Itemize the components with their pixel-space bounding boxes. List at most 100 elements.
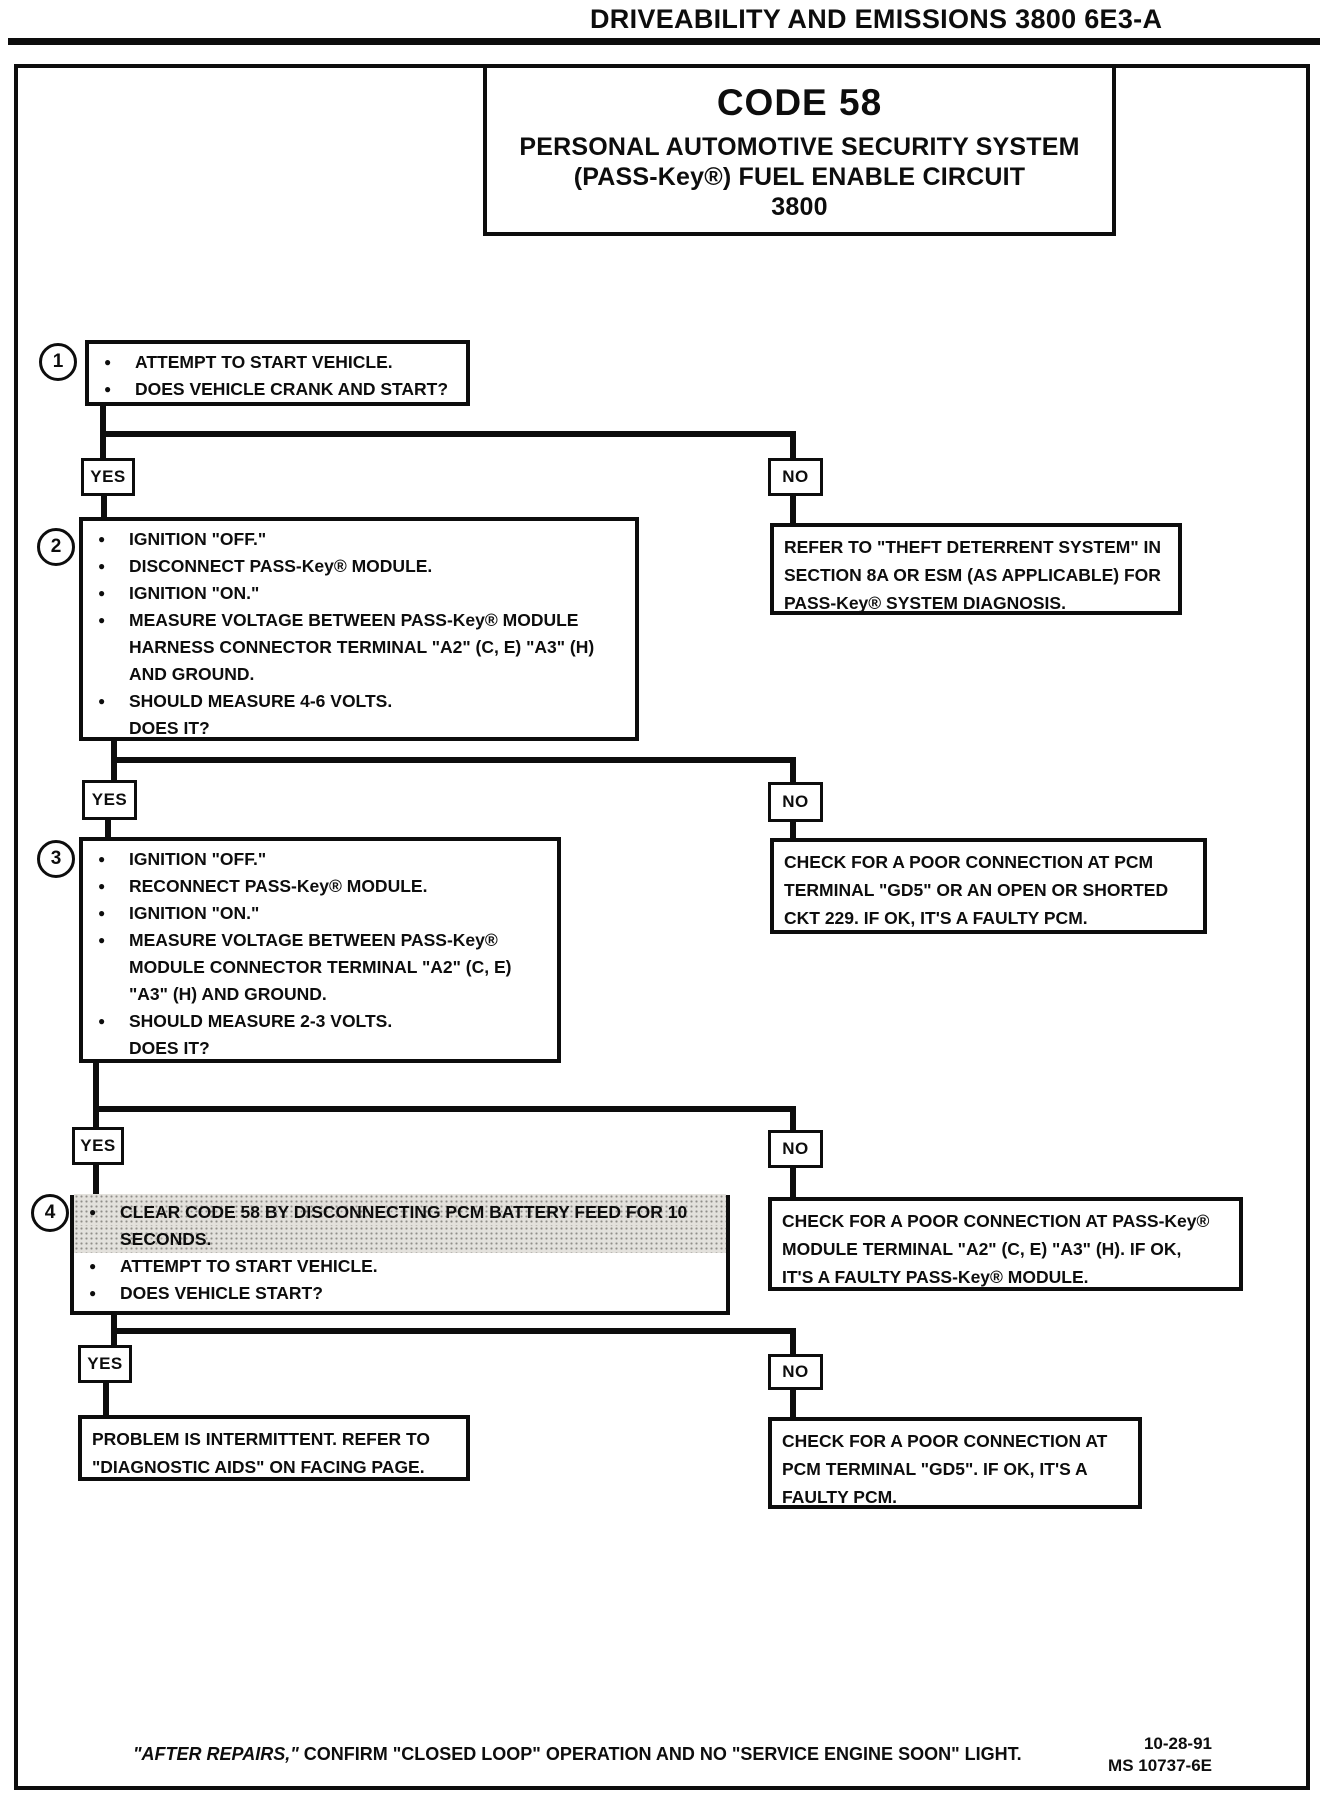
action-box-refer-theft-deterrent: REFER TO "THEFT DETERRENT SYSTEM" IN SEC…: [770, 523, 1182, 615]
bullet-icon: ●: [98, 694, 106, 708]
step-2-number: 2: [37, 528, 75, 566]
title-line-1: PERSONAL AUTOMOTIVE SECURITY SYSTEM: [519, 133, 1080, 161]
decision-no-2: NO: [768, 782, 823, 822]
step-row-highlighted: ● CLEAR CODE 58 BY DISCONNECTING PCM BATT…: [74, 1194, 726, 1226]
bullet-icon: ●: [98, 933, 106, 947]
connector-line: [100, 431, 796, 437]
bullet-icon: ●: [89, 1259, 97, 1273]
connector-line: [93, 1061, 99, 1127]
step-row: ●DOES IT?: [83, 1035, 557, 1062]
title-line-3: 3800: [771, 193, 828, 221]
bullet-icon: ●: [98, 613, 106, 627]
bullet-icon: ●: [98, 1014, 106, 1028]
title-line-2: (PASS-Key®) FUEL ENABLE CIRCUIT: [573, 163, 1026, 191]
step-row: ● DOES VEHICLE CRANK AND START?: [89, 376, 466, 403]
connector-line: [105, 818, 111, 839]
bullet-icon: ●: [98, 879, 106, 893]
step-row: ● IGNITION "OFF.": [83, 846, 557, 873]
after-repairs-note: "AFTER REPAIRS," CONFIRM "CLOSED LOOP" O…: [133, 1744, 1022, 1765]
step-text: DOES IT?: [129, 1038, 210, 1058]
decision-yes-4: YES: [78, 1345, 132, 1383]
bullet-icon: ●: [104, 382, 112, 396]
decision-yes-2: YES: [82, 780, 137, 820]
action-text: PROBLEM IS INTERMITTENT. REFER TO: [92, 1429, 431, 1449]
bullet-icon: ●: [98, 586, 106, 600]
revision-date: 10-28-91: [1143, 1734, 1212, 1753]
step-row: ● IGNITION "ON.": [83, 900, 557, 927]
action-box-check-pcm-gd5-ckt229: CHECK FOR A POOR CONNECTION AT PCM TERMI…: [770, 838, 1207, 934]
step-text: SECONDS.: [120, 1229, 212, 1249]
connector-line: [111, 1328, 796, 1334]
action-text: CHECK FOR A POOR CONNECTION AT: [782, 1431, 1108, 1451]
connector-line: [111, 757, 796, 763]
action-text: "DIAGNOSTIC AIDS" ON FACING PAGE.: [92, 1457, 425, 1477]
connector-line: [790, 820, 796, 840]
step-2-box: ●IGNITION "OFF." ●DISCONNECT PASS-Key® M…: [79, 517, 639, 741]
step-text: ATTEMPT TO START VEHICLE.: [135, 352, 393, 372]
step-4-number: 4: [31, 1194, 69, 1232]
action-text: TERMINAL "GD5" OR AN OPEN OR SHORTED: [784, 880, 1169, 900]
action-box-problem-intermittent: PROBLEM IS INTERMITTENT. REFER TO "DIAGN…: [78, 1415, 470, 1481]
action-text: SECTION 8A OR ESM (AS APPLICABLE) FOR: [784, 565, 1161, 585]
connector-line: [790, 431, 796, 460]
connector-line: [93, 1163, 99, 1197]
step-text: "A3" (H) AND GROUND.: [129, 984, 327, 1004]
action-box-check-pcm-gd5: CHECK FOR A POOR CONNECTION AT PCM TERMI…: [768, 1417, 1142, 1509]
bullet-icon: ●: [98, 852, 106, 866]
step-text: IGNITION "ON.": [129, 583, 260, 603]
step-row: ● ATTEMPT TO START VEHICLE.: [89, 349, 466, 376]
after-repairs-note-rest: CONFIRM "CLOSED LOOP" OPERATION AND NO "…: [298, 1744, 1022, 1764]
step-text: HARNESS CONNECTOR TERMINAL "A2" (C, E) "…: [129, 637, 595, 657]
step-row: ●"A3" (H) AND GROUND.: [83, 981, 557, 1008]
step-row: ●DISCONNECT PASS-Key® MODULE.: [83, 553, 635, 580]
revision-stamp: 10-28-91 MS 10737-6E: [1020, 1733, 1212, 1777]
decision-no-1: NO: [768, 458, 823, 496]
connector-line: [790, 1328, 796, 1356]
action-text: CHECK FOR A POOR CONNECTION AT PCM: [784, 852, 1154, 872]
step-text: DOES VEHICLE CRANK AND START?: [135, 379, 449, 399]
step-text: DISCONNECT PASS-Key® MODULE.: [129, 556, 433, 576]
bullet-icon: ●: [89, 1205, 97, 1219]
step-1-box: ● ATTEMPT TO START VEHICLE. ● DOES VEHICLE…: [85, 340, 470, 406]
step-text: RECONNECT PASS-Key® MODULE.: [129, 876, 428, 896]
step-text: MEASURE VOLTAGE BETWEEN PASS-Key® MODULE: [129, 610, 579, 630]
step-text: SHOULD MEASURE 2-3 VOLTS.: [129, 1011, 393, 1031]
connector-line: [790, 1166, 796, 1199]
step-4-box: ● CLEAR CODE 58 BY DISCONNECTING PCM BATT…: [70, 1194, 730, 1315]
connector-line: [790, 1106, 796, 1130]
connector-line: [790, 1388, 796, 1417]
decision-no-3: NO: [768, 1130, 823, 1168]
title-block: CODE 58 PERSONAL AUTOMOTIVE SECURITY SYS…: [483, 64, 1116, 236]
bullet-icon: ●: [104, 355, 112, 369]
step-3-number: 3: [37, 840, 75, 878]
step-row: ● ATTEMPT TO START VEHICLE.: [74, 1253, 726, 1280]
step-row: ● IGNITION "ON.": [83, 580, 635, 607]
decision-no-4: NO: [768, 1354, 823, 1390]
step-row: ●AND GROUND.: [83, 661, 635, 688]
bullet-icon: ●: [89, 1286, 97, 1300]
connector-line: [93, 1106, 796, 1112]
action-text: CHECK FOR A POOR CONNECTION AT PASS-Key®: [782, 1211, 1210, 1231]
step-text: IGNITION "OFF.": [129, 529, 267, 549]
document-ref: MS 10737-6E: [1108, 1756, 1212, 1775]
step-text: CLEAR CODE 58 BY DISCONNECTING PCM BATTE…: [120, 1202, 688, 1222]
step-row: ● MEASURE VOLTAGE BETWEEN PASS-Key® MODUL…: [83, 607, 635, 634]
step-row-highlighted: ●SECONDS.: [74, 1226, 726, 1253]
decision-yes-3: YES: [72, 1127, 124, 1165]
step-1-number: 1: [39, 343, 77, 381]
step-text: AND GROUND.: [129, 664, 255, 684]
action-text: FAULTY PCM.: [782, 1487, 898, 1507]
bullet-icon: ●: [98, 532, 106, 546]
step-text: IGNITION "OFF.": [129, 849, 267, 869]
step-row: ● SHOULD MEASURE 2-3 VOLTS.: [83, 1008, 557, 1035]
step-text: DOES VEHICLE START?: [120, 1283, 323, 1303]
connector-line: [790, 757, 796, 782]
action-text: PCM TERMINAL "GD5". IF OK, IT'S A: [782, 1459, 1088, 1479]
step-row: ● IGNITION "OFF.": [83, 526, 635, 553]
step-text: IGNITION "ON.": [129, 903, 260, 923]
bullet-icon: ●: [98, 906, 106, 920]
action-box-check-passkey-module: CHECK FOR A POOR CONNECTION AT PASS-Key®…: [768, 1197, 1243, 1291]
page-header-title: DRIVEABILITY AND EMISSIONS 3800 6E3-A: [590, 4, 1163, 34]
step-text: ATTEMPT TO START VEHICLE.: [120, 1256, 378, 1276]
step-text: DOES IT?: [129, 718, 210, 738]
